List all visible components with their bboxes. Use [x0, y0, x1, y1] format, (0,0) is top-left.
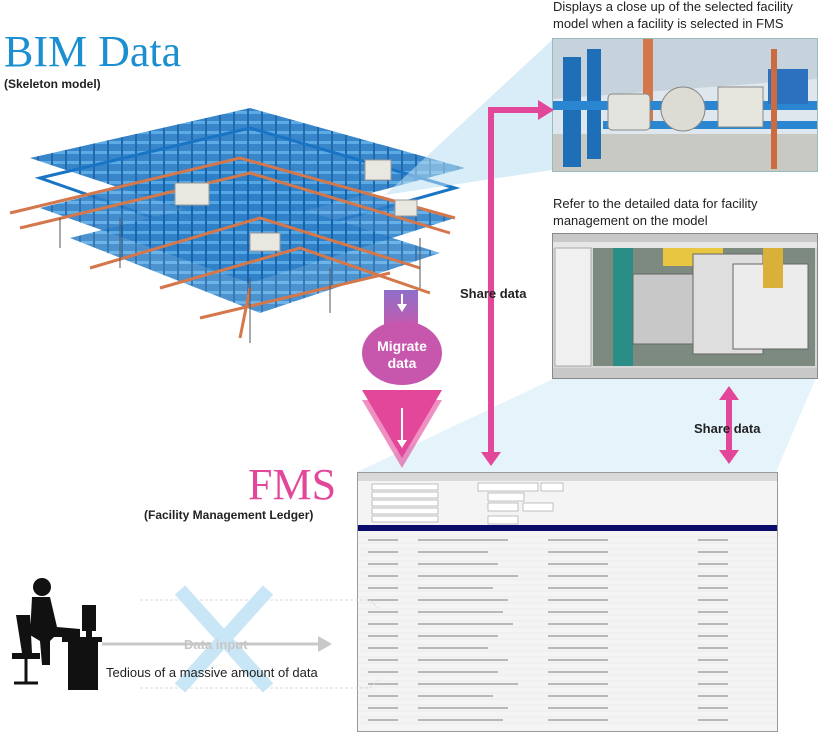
bim-skeleton-model: [9, 108, 465, 343]
bim-subtitle: (Skeleton model): [4, 77, 101, 91]
ledger-rows: [358, 536, 777, 724]
fms-title: FMS: [248, 460, 337, 509]
person-at-desk-icon: [12, 578, 102, 690]
closeup-facility-model: [552, 38, 818, 172]
fms-ledger-window: [357, 472, 778, 732]
bim-copper-pipes: [9, 156, 456, 339]
bim-title: BIM Data: [4, 27, 182, 76]
fms-screen-model: [552, 233, 818, 379]
refer-caption: Refer to the detailed data for facility …: [553, 196, 758, 228]
bim-equipment: [174, 159, 418, 252]
migrate-data-label: Migrate data: [377, 338, 427, 371]
data-input-label: Data input: [184, 637, 248, 652]
share-data-label-right: Share data: [694, 421, 761, 436]
closeup-caption: Displays a close up of the selected faci…: [553, 0, 793, 31]
share-data-label-top: Share data: [460, 286, 527, 301]
migrate-arrow: [362, 290, 442, 468]
fms-subtitle: (Facility Management Ledger): [144, 508, 314, 522]
tedious-caption: Tedious of a massive amount of data: [106, 665, 318, 680]
share-arrow-top: [481, 100, 554, 466]
bim-supports: [59, 218, 421, 343]
share-arrow-right: [719, 386, 739, 464]
x-cross-icon: [174, 585, 274, 693]
